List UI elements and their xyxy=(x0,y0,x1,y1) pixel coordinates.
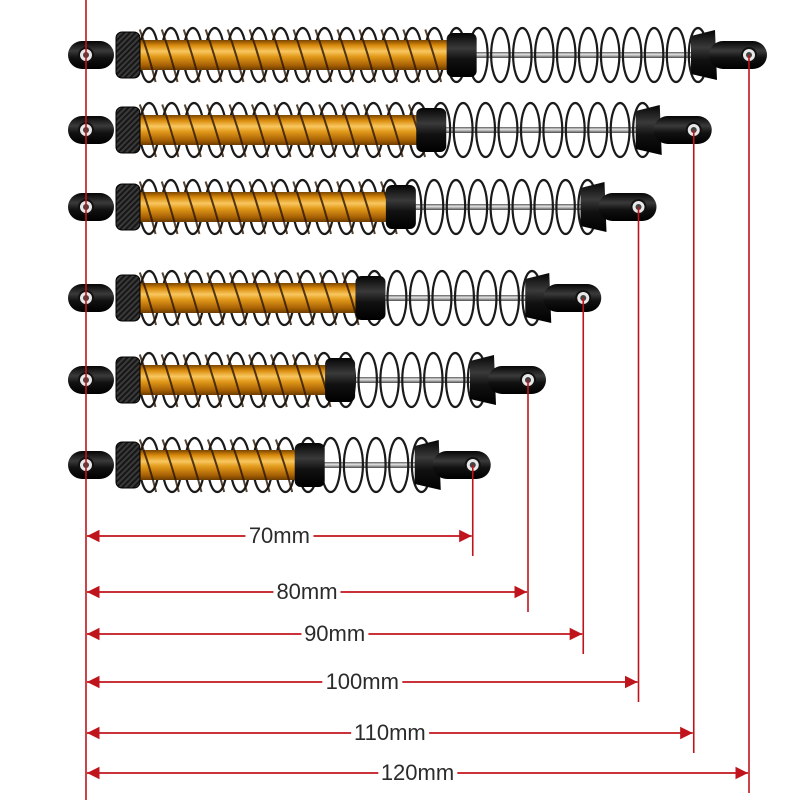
dimension-lines xyxy=(85,0,750,800)
dimension-label: 70mm xyxy=(245,524,313,548)
spring-retainer xyxy=(525,273,552,323)
piston-rod xyxy=(420,127,654,133)
spring-collar xyxy=(385,185,416,229)
knurled-cap xyxy=(115,183,141,231)
spring-front xyxy=(138,272,360,326)
spring-front xyxy=(138,181,398,235)
shock-absorber xyxy=(68,26,767,84)
right-mount xyxy=(598,193,657,221)
spring-front xyxy=(138,439,294,493)
dimension-label: 120mm xyxy=(377,761,458,785)
spring-retainer xyxy=(635,105,662,155)
spring-retainer xyxy=(691,30,717,80)
dimension-80 xyxy=(87,380,529,612)
dimension-label: 80mm xyxy=(273,580,341,604)
knurled-cap xyxy=(115,356,141,404)
aluminum-body xyxy=(124,450,299,480)
spring-front xyxy=(138,354,332,408)
spring-retainer xyxy=(414,440,441,490)
spring-collar xyxy=(325,358,356,402)
right-mount xyxy=(653,116,712,144)
knurled-cap xyxy=(115,31,141,79)
shock-absorber xyxy=(68,351,546,409)
spring-collar xyxy=(446,33,477,77)
shock-absorber xyxy=(68,269,602,327)
knurled-cap xyxy=(115,106,141,154)
shocks-layer xyxy=(68,26,767,494)
dimension-label: 100mm xyxy=(322,670,402,694)
spring-front xyxy=(138,104,426,158)
shock-absorber xyxy=(68,101,712,159)
right-mount xyxy=(488,366,546,394)
aluminum-body xyxy=(124,115,421,145)
spring-retainer xyxy=(470,355,496,405)
spring-collar xyxy=(416,108,447,152)
right-mount xyxy=(432,451,491,479)
knurled-cap xyxy=(115,441,141,489)
spring-collar xyxy=(294,443,325,487)
spring-collar xyxy=(355,276,386,320)
knurled-cap xyxy=(115,274,141,322)
spring-retainer xyxy=(580,182,607,232)
shock-absorber xyxy=(68,436,491,494)
spring-front xyxy=(138,29,443,83)
aluminum-body xyxy=(124,283,360,313)
piston-rod xyxy=(389,204,599,210)
dimension-label: 110mm xyxy=(351,721,429,745)
shock-absorber xyxy=(68,178,657,236)
piston-rod xyxy=(329,377,488,383)
right-mount xyxy=(709,41,767,69)
dimension-label: 90mm xyxy=(301,622,369,646)
right-mount xyxy=(543,284,602,312)
